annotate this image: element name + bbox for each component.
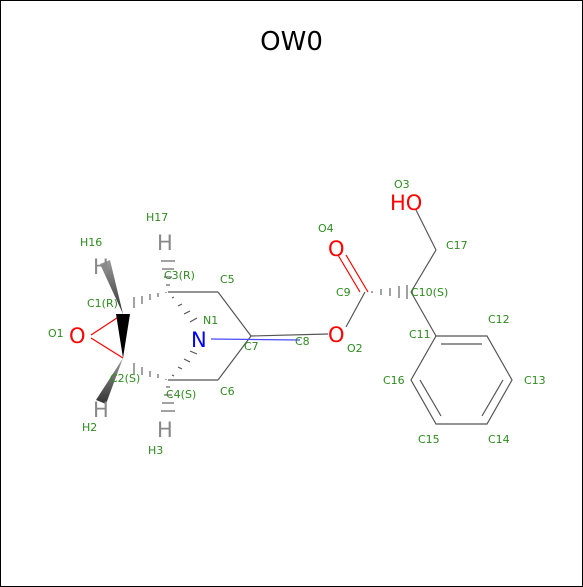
bond-o2-c9 [345,291,366,328]
label-c9: C9 [336,286,351,299]
label-c2: C2(S) [110,372,140,385]
atom-h17-symbol: H [157,231,173,255]
atom-n1-symbol: N [191,328,207,352]
label-c10: C10(S) [411,286,448,299]
bond-c7-o2 [250,333,329,337]
label-h2: H2 [82,421,97,434]
atom-h16-symbol: H [93,255,109,279]
benzene-ring [410,335,513,425]
label-h3: H3 [148,444,163,457]
atom-h3-symbol: H [157,418,173,442]
atom-labels: O1 C1(R) C2(S) C3(R) C4(S) C5 C6 C7 C8 N… [48,178,546,457]
bond-c10-c11 [410,291,437,337]
label-c4: C4(S) [166,388,196,401]
label-c16: C16 [383,374,405,387]
ring-inner-3 [419,379,442,417]
label-c11: C11 [409,328,431,341]
label-c7: C7 [244,340,259,353]
molecule-title: OW0 [260,27,323,57]
atom-o4-symbol: O [328,237,345,261]
label-o4: O4 [318,222,334,235]
hashed-wedges [133,260,408,412]
label-c13: C13 [524,374,546,387]
label-c17: C17 [446,239,468,252]
label-c1: C1(R) [87,297,118,310]
atom-symbols: O N O O HO H H H H [69,191,422,442]
label-c14: C14 [488,433,510,446]
label-o1: O1 [48,327,64,340]
atom-h2-symbol: H [93,398,109,422]
label-c15: C15 [418,433,440,446]
bond-c17-o3 [415,209,437,251]
label-c6: C6 [220,385,235,398]
label-c8: C8 [295,335,310,348]
wedge-c1-c2 [116,314,130,358]
label-n1: N1 [203,314,218,327]
bond-c10-c17 [410,249,437,293]
bond-n1-c8 [210,338,301,341]
bond-c9-o4-b [345,254,369,293]
bold-wedges [96,260,130,404]
bond-lines [90,209,513,425]
label-c12: C12 [488,313,510,326]
ring-inner-2 [481,379,504,417]
bond-o1-c2 [90,337,124,359]
atom-o1-symbol: O [69,324,86,348]
label-o2: O2 [347,342,363,355]
bond-c6-c7 [217,335,252,381]
bond-c5-c7 [217,291,252,337]
label-h17: H17 [146,211,168,224]
wedge-c2-h2 [96,358,123,404]
atom-o3-symbol: HO [390,191,422,215]
label-c5: C5 [220,273,235,286]
atom-o2-symbol: O [328,323,345,347]
bond-c9-o4-a [337,254,361,293]
label-o3: O3 [394,178,410,191]
wedge-c1-h16 [100,260,123,314]
label-c3: C3(R) [164,269,195,282]
label-h16: H16 [80,236,102,249]
